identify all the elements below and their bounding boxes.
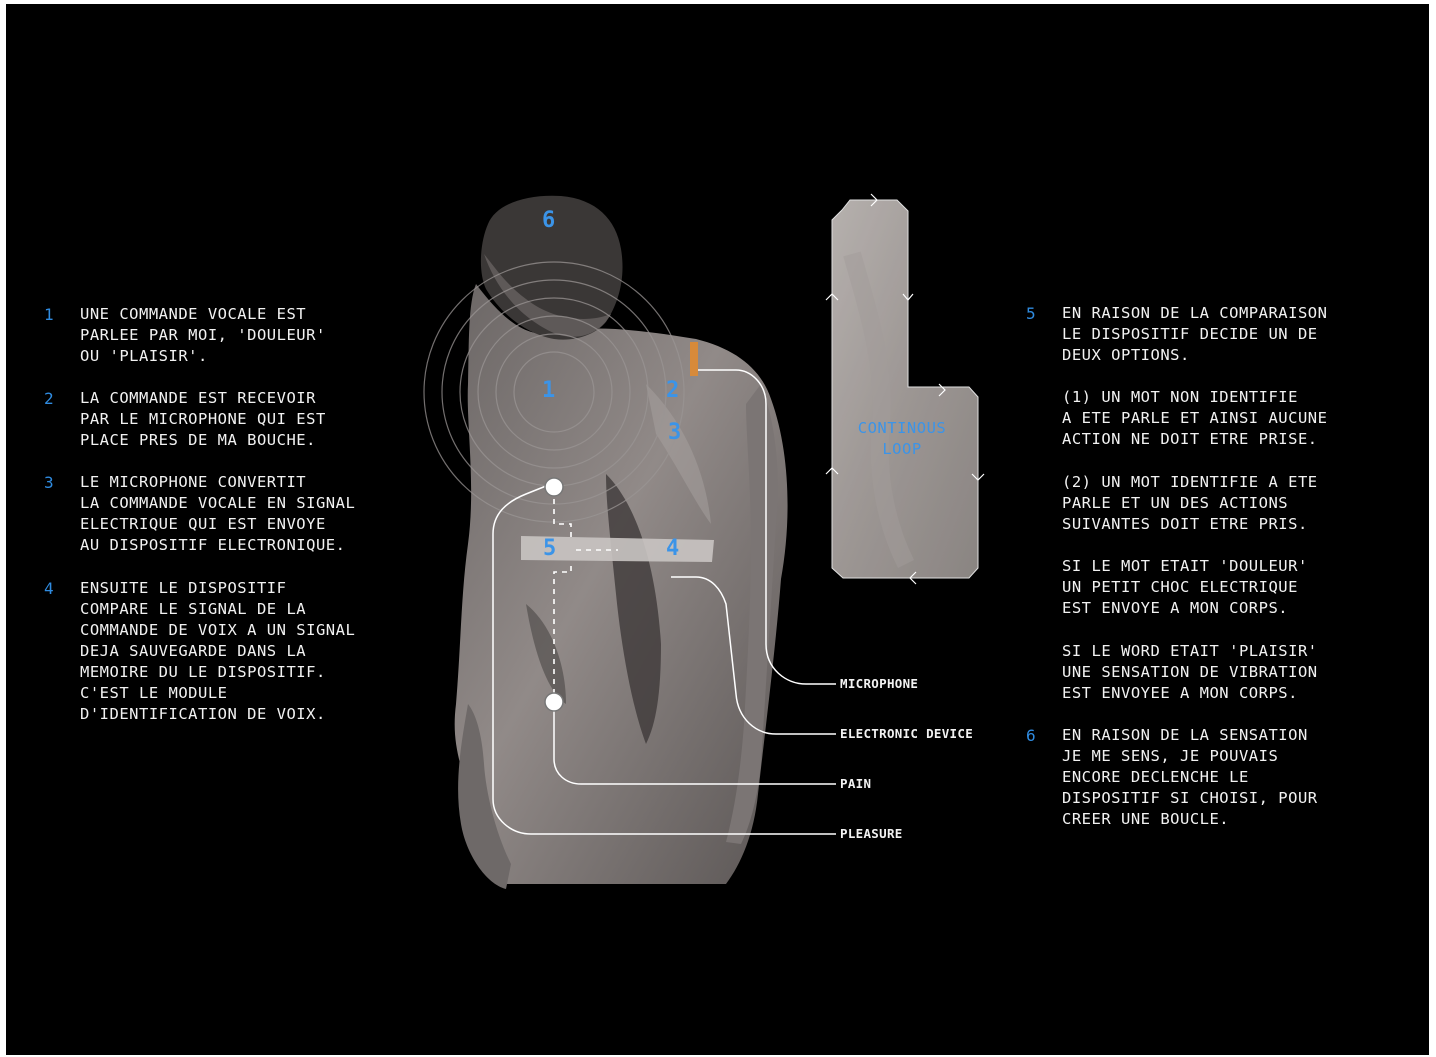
step-text: SI LE MOT ETAIT 'DOULEUR' UN PETIT CHOC … [1062, 556, 1308, 619]
step-number: 1 [44, 304, 54, 325]
step-number: 4 [44, 578, 54, 599]
pain-electrode-node [545, 693, 563, 711]
step-number: 3 [44, 472, 54, 493]
callout-microphone: MICROPHONE [840, 676, 918, 691]
body-number-3: 3 [668, 420, 681, 445]
callout-pain: PAIN [840, 776, 871, 791]
step-text: EN RAISON DE LA SENSATION JE ME SENS, JE… [1062, 725, 1318, 830]
step-number: 6 [1026, 725, 1036, 746]
body-number-5: 5 [543, 536, 556, 561]
step-text: (2) UN MOT IDENTIFIE A ETE PARLE ET UN D… [1062, 472, 1318, 535]
diagram-canvas: 6 1 2 3 5 4 CONTINOUS LOOP MICROPHONE EL… [6, 4, 1429, 1055]
step-text: (1) UN MOT NON IDENTIFIE A ETE PARLE ET … [1062, 387, 1327, 450]
body-number-1: 1 [542, 378, 555, 403]
microphone-device [690, 342, 698, 376]
step-number: 2 [44, 388, 54, 409]
step-text: SI LE WORD ETAIT 'PLAISIR' UNE SENSATION… [1062, 641, 1318, 704]
step-number: 5 [1026, 303, 1036, 324]
step-text: LE MICROPHONE CONVERTIT LA COMMANDE VOCA… [80, 472, 355, 556]
body-number-6: 6 [542, 208, 555, 233]
step-text: LA COMMANDE EST RECEVOIR PAR LE MICROPHO… [80, 388, 326, 451]
body-number-2: 2 [666, 378, 679, 403]
continuous-loop-label: CONTINOUS LOOP [842, 418, 962, 460]
pleasure-electrode-node [545, 478, 563, 496]
step-text: ENSUITE LE DISPOSITIF COMPARE LE SIGNAL … [80, 578, 355, 725]
step-text: EN RAISON DE LA COMPARAISON LE DISPOSITI… [1062, 303, 1327, 366]
callout-electronic-device: ELECTRONIC DEVICE [840, 726, 973, 741]
callout-pleasure: PLEASURE [840, 826, 903, 841]
body-number-4: 4 [666, 536, 679, 561]
step-text: UNE COMMANDE VOCALE EST PARLEE PAR MOI, … [80, 304, 326, 367]
